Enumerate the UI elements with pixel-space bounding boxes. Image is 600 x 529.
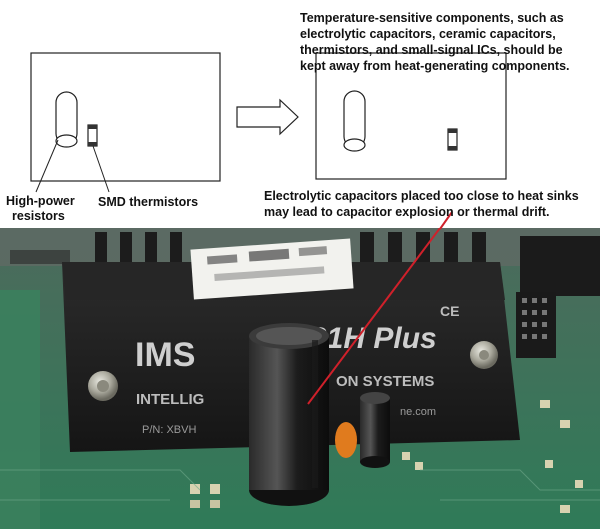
thermistor-label: SMD thermistors xyxy=(98,195,199,209)
module-model: 31H Plus xyxy=(310,322,437,355)
resistor-leader xyxy=(35,139,59,193)
smd-components xyxy=(190,400,583,513)
label-sticker xyxy=(190,238,354,300)
transition-arrow xyxy=(236,98,299,136)
smd-thermistor-after xyxy=(447,128,458,151)
heat-sink-fins xyxy=(10,232,486,266)
resistor-label-line2: resistors xyxy=(12,209,65,223)
heatsink-note: Electrolytic capacitors placed too close… xyxy=(264,189,579,219)
module-company: INTELLIG xyxy=(136,391,204,408)
electrolytic-capacitor-large xyxy=(249,323,329,506)
module-part-number: P/N: XBVH xyxy=(142,424,196,436)
smd-thermistor-before xyxy=(87,124,98,147)
thermistor-leader xyxy=(92,145,110,193)
electrolytic-capacitor-small xyxy=(360,392,390,468)
ceramic-capacitor xyxy=(335,422,357,458)
resistor-label: High-power resistors xyxy=(6,194,75,224)
module-website: ne.com xyxy=(400,406,436,418)
resistor-label-line1: High-power xyxy=(6,194,75,208)
module-company-right: ON SYSTEMS xyxy=(336,373,434,390)
pointer-line-top xyxy=(439,211,453,230)
pointer-line xyxy=(307,228,441,405)
placement-note: Temperature-sensitive components, such a… xyxy=(300,11,570,73)
module-brand: IMS xyxy=(135,336,195,374)
connector-block xyxy=(520,236,600,296)
ce-mark: CE xyxy=(440,303,459,319)
high-power-resistor-before xyxy=(55,91,78,148)
high-power-resistor-after xyxy=(343,90,366,152)
